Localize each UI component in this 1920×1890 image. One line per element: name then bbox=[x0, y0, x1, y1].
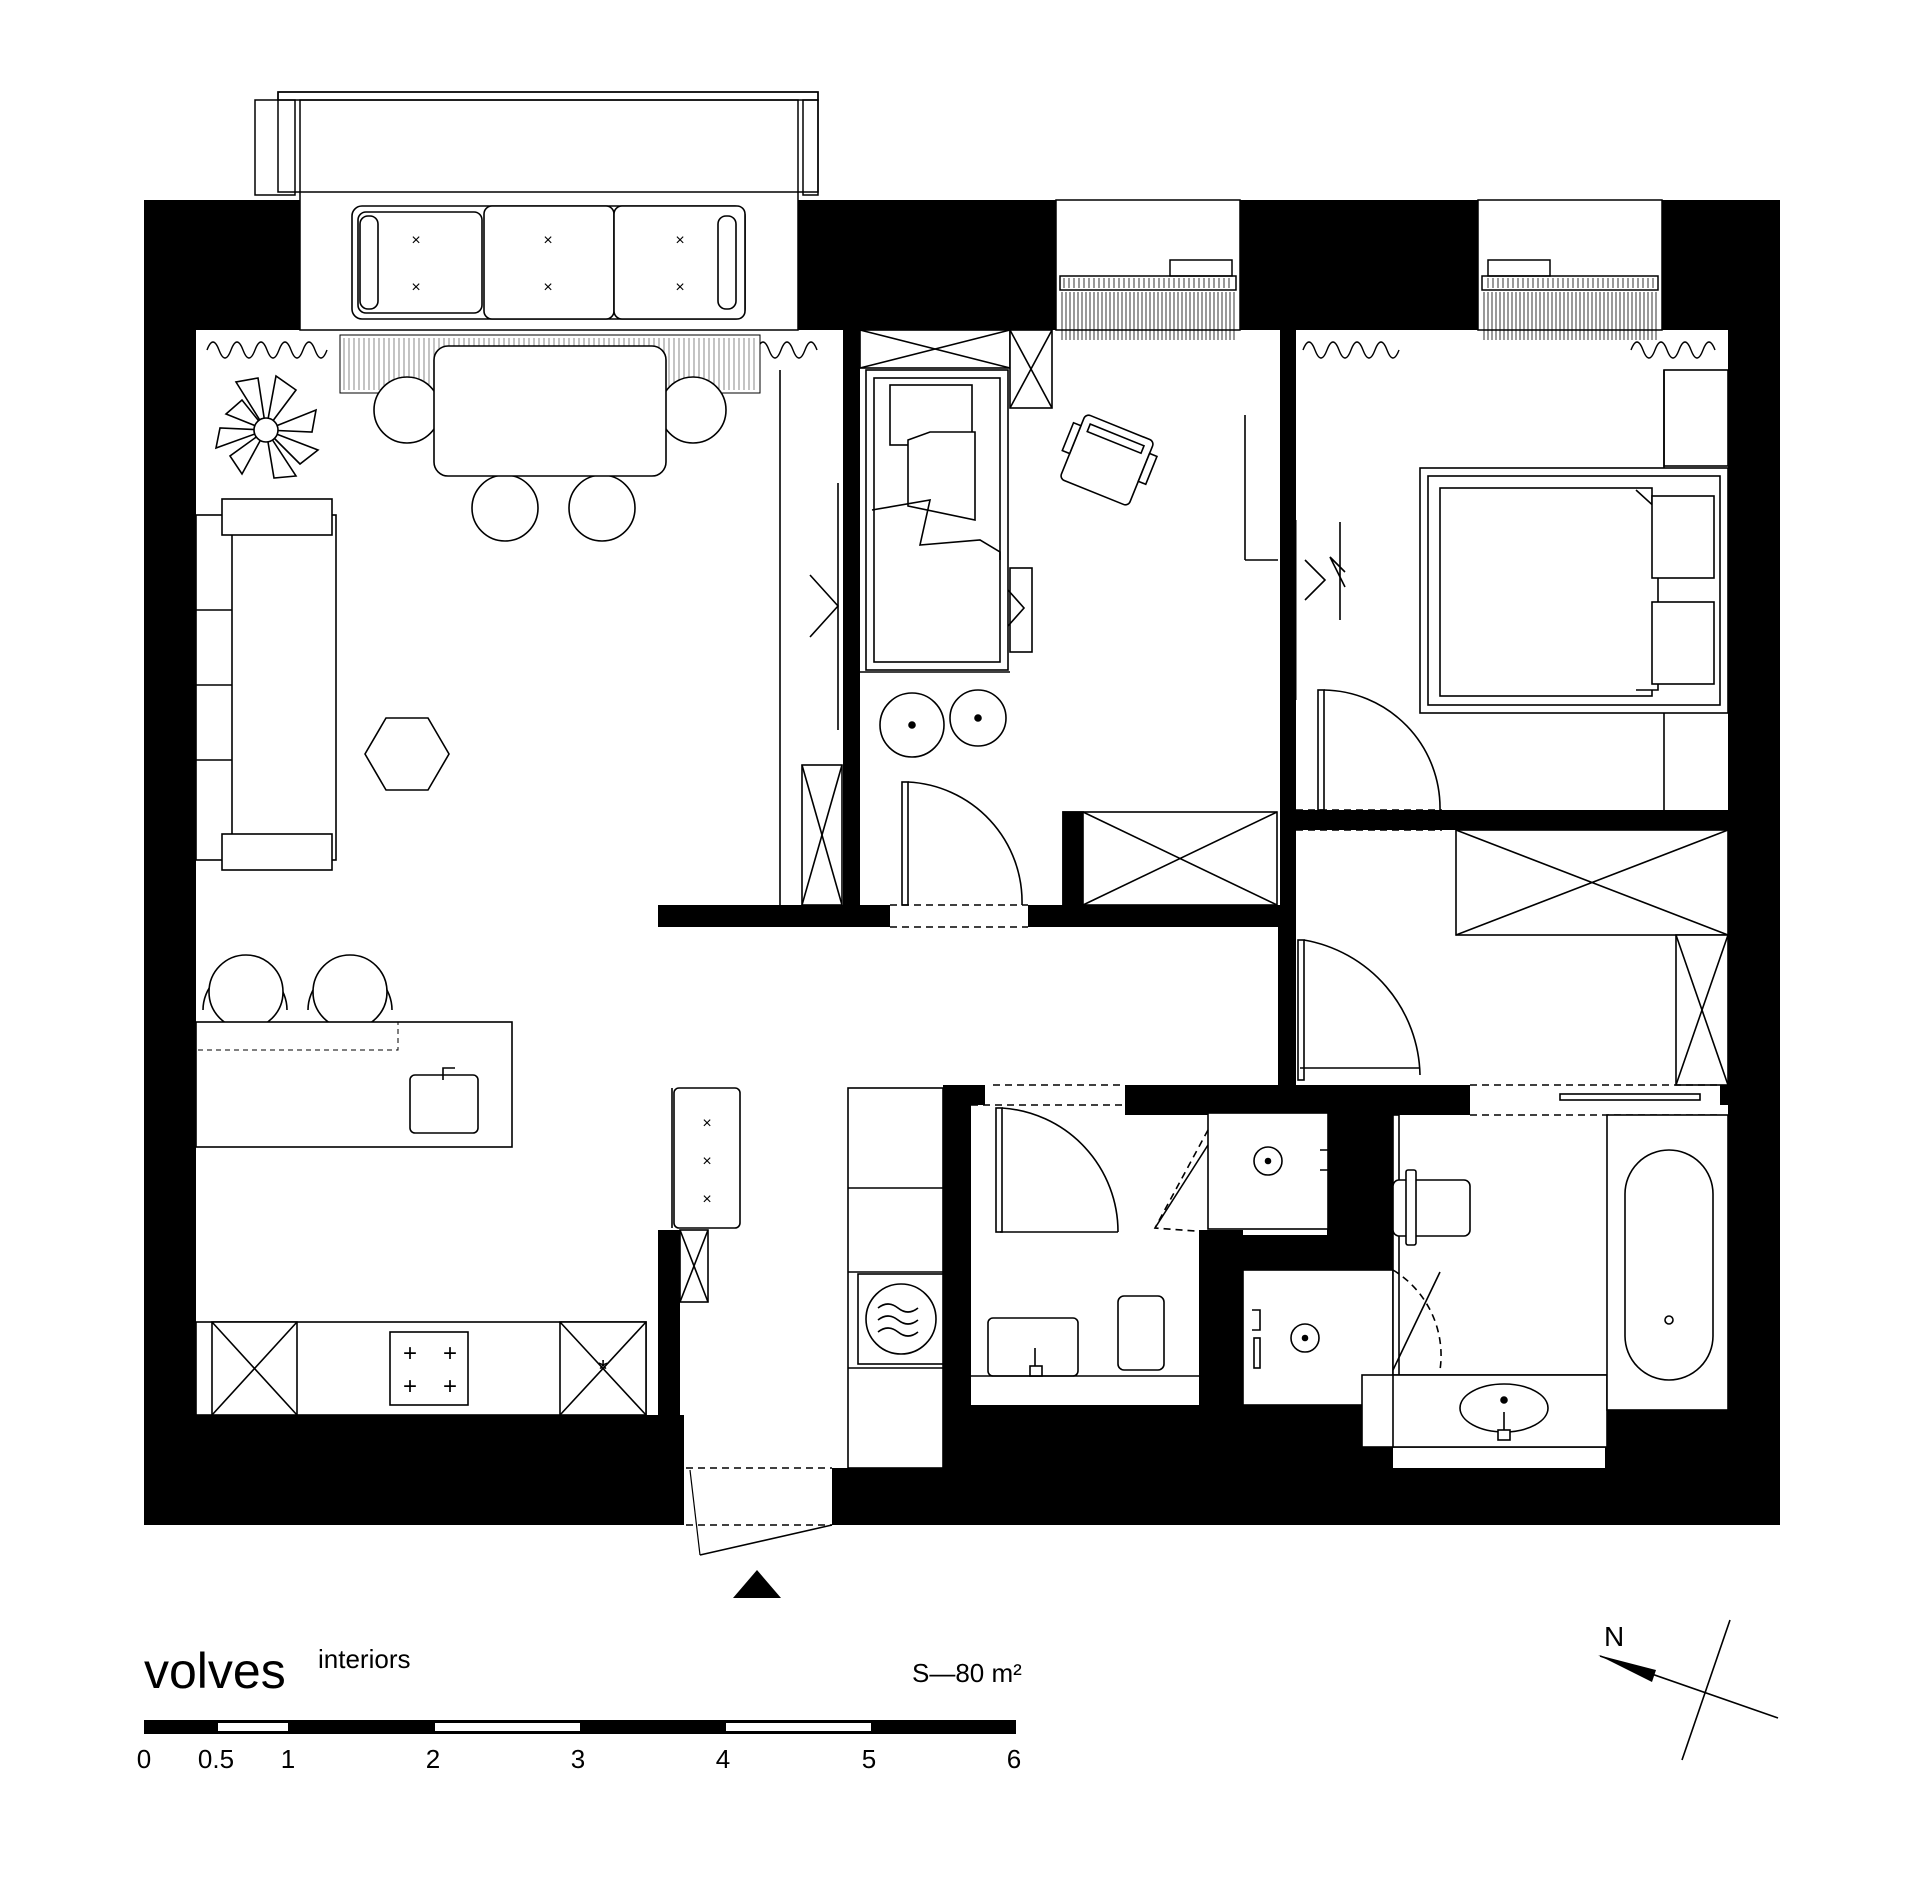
living-sofa bbox=[195, 498, 337, 871]
scale-ticks: 0 0.5 1 2 3 4 5 6 bbox=[137, 1744, 1021, 1774]
radiator-icon bbox=[206, 341, 1716, 359]
compass-icon bbox=[1598, 1619, 1779, 1761]
brand-suffix: interiors bbox=[318, 1644, 410, 1674]
dining-set bbox=[373, 345, 727, 542]
entrance-door bbox=[686, 1467, 833, 1556]
hall-door bbox=[1281, 935, 1421, 1085]
fridge bbox=[679, 1229, 709, 1303]
kids-wardrobe bbox=[1062, 811, 1278, 906]
hall-wardrobe bbox=[847, 1087, 944, 1469]
svg-text:×: × bbox=[702, 1191, 711, 1208]
svg-text:×: × bbox=[675, 279, 684, 296]
living-storage bbox=[779, 370, 843, 906]
bedroom-wardrobe bbox=[1455, 829, 1729, 1086]
scale-tick: 0 bbox=[137, 1744, 151, 1774]
window-hatches bbox=[1061, 278, 1657, 340]
plant-icon bbox=[214, 374, 320, 479]
scale-tick: 4 bbox=[716, 1744, 730, 1774]
sofa-tufts: × × × × × × bbox=[411, 232, 684, 296]
coffee-table bbox=[364, 717, 450, 791]
stove-icon: + + + + bbox=[403, 1340, 457, 1400]
scale-tick: 2 bbox=[426, 1744, 440, 1774]
bedroom-door bbox=[1296, 689, 1442, 831]
kids-drums bbox=[879, 689, 1007, 758]
bar-stools bbox=[202, 954, 393, 1030]
svg-text:+: + bbox=[403, 1340, 417, 1367]
fan-icon: * bbox=[598, 1354, 608, 1384]
svg-text:×: × bbox=[411, 232, 420, 249]
svg-text:×: × bbox=[702, 1153, 711, 1170]
balcony bbox=[254, 91, 819, 331]
balcony-sofa bbox=[351, 205, 746, 320]
area-label: S—80 m² bbox=[912, 1658, 1022, 1688]
bedroom bbox=[1295, 369, 1729, 810]
washer-waves-icon bbox=[877, 1303, 919, 1337]
svg-text:+: + bbox=[443, 1340, 457, 1367]
scale-bar bbox=[144, 1720, 1016, 1734]
scale-tick: 6 bbox=[1007, 1744, 1021, 1774]
scale-tick: 0.5 bbox=[198, 1744, 234, 1774]
kitchen-counter bbox=[195, 1321, 647, 1416]
walls bbox=[144, 200, 1780, 1525]
windows bbox=[1055, 199, 1663, 331]
scale-tick: 1 bbox=[281, 1744, 295, 1774]
svg-text:×: × bbox=[702, 1115, 711, 1132]
svg-text:×: × bbox=[543, 279, 552, 296]
svg-text:+: + bbox=[443, 1373, 457, 1400]
hall-bench bbox=[671, 1087, 741, 1229]
kids-door bbox=[890, 781, 1028, 928]
kids-room bbox=[859, 329, 1297, 700]
kitchen-island bbox=[195, 1021, 513, 1148]
svg-text:+: + bbox=[403, 1373, 417, 1400]
bathroom-2 bbox=[1361, 1084, 1729, 1448]
bench-tufts: × × × bbox=[702, 1115, 711, 1208]
compass-north-label: N bbox=[1604, 1621, 1624, 1652]
scale-tick: 5 bbox=[862, 1744, 876, 1774]
svg-text:×: × bbox=[675, 232, 684, 249]
svg-text:×: × bbox=[411, 279, 420, 296]
entrance-arrow-icon bbox=[733, 1570, 781, 1598]
svg-text:×: × bbox=[543, 232, 552, 249]
desk-chair bbox=[1060, 414, 1159, 506]
bathroom-1 bbox=[971, 1084, 1394, 1406]
scale-tick: 3 bbox=[571, 1744, 585, 1774]
svg-text:*: * bbox=[598, 1354, 608, 1384]
brand-name: volves bbox=[144, 1643, 286, 1699]
